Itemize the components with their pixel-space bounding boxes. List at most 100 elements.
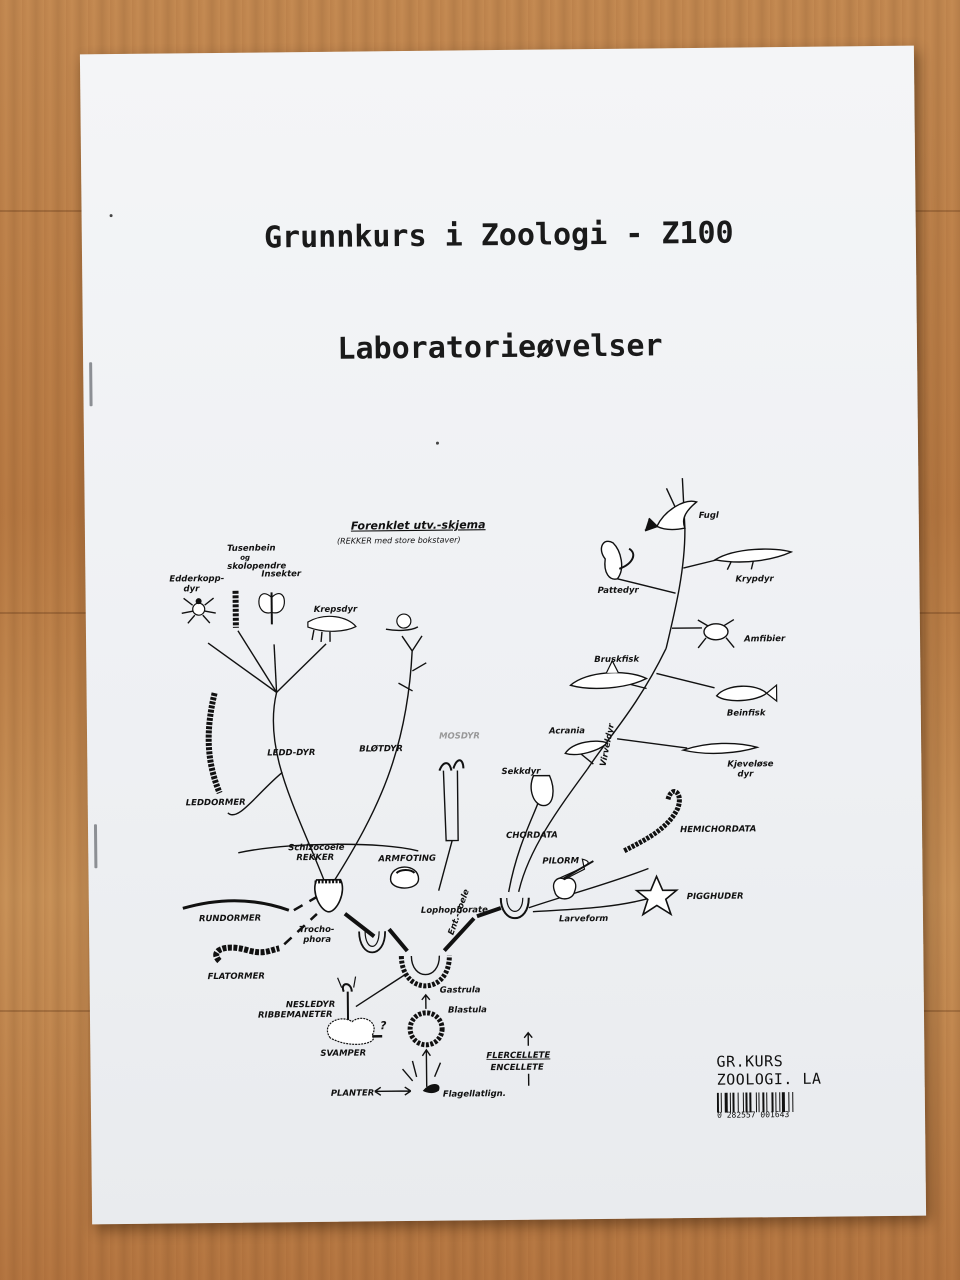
blastula-icon xyxy=(407,1010,445,1048)
branch-tusenbein xyxy=(237,630,278,693)
barcode-icon xyxy=(716,1091,794,1113)
label-leddormer: LEDDORMER xyxy=(186,798,246,809)
label-mosdyr: MOSDYR xyxy=(439,731,480,741)
label-gastrula: Gastrula xyxy=(440,985,481,995)
schizocoele-line xyxy=(238,843,419,854)
label-kjevelose: Kjeveløse xyxy=(727,759,773,769)
barcode-bar xyxy=(755,1092,758,1113)
flagellate-icon xyxy=(422,1083,440,1094)
branch-larveform xyxy=(532,897,649,913)
shrimp-icon xyxy=(307,615,357,642)
diagram-heading-note: (REKKER med store bokstaver) xyxy=(337,535,461,545)
label-blastula: Blastula xyxy=(448,1005,487,1015)
label-edderkoppdyr-2: dyr xyxy=(183,584,200,594)
link-rundormer xyxy=(293,895,318,912)
branch-edderkoppdyr xyxy=(207,642,277,693)
u-larva-icon xyxy=(358,931,386,954)
link-neslesdyr xyxy=(355,972,408,1008)
label-insekter: Insekter xyxy=(261,569,302,579)
label-ribbemaneter: RIBBEMANETER xyxy=(258,1010,333,1021)
mosdyr-icon xyxy=(438,759,465,842)
barcode-bar xyxy=(766,1092,768,1113)
branch-krepsdyr xyxy=(276,643,327,693)
catalog-sticker: GR.KURS ZOOLOGI. LA 0 282557 001643 xyxy=(716,1051,867,1120)
label-fugl: Fugl xyxy=(699,511,720,521)
link-trochophora xyxy=(343,912,376,938)
arrow-planter xyxy=(374,1086,412,1096)
label-og: og xyxy=(240,554,250,562)
branch-mosdyr xyxy=(437,840,453,891)
tunicate-icon xyxy=(530,774,554,807)
barcode-bar xyxy=(775,1092,777,1113)
barcode-bar xyxy=(781,1092,786,1113)
arrow-worm-icon xyxy=(556,858,594,883)
barcode-bar xyxy=(737,1092,739,1113)
barcode-bar xyxy=(762,1092,765,1113)
label-larveform: Larveform xyxy=(559,914,608,925)
shark-icon xyxy=(569,659,649,690)
gastrula-icon xyxy=(398,955,452,989)
label-blotdyr: BLØTDYR xyxy=(359,743,403,754)
branch-beinfisk xyxy=(656,672,715,689)
label-neslesdyr: NESLEDYR xyxy=(286,1000,335,1011)
label-encellete: ENCELLETE xyxy=(490,1063,544,1074)
bird-icon xyxy=(644,500,699,532)
barcode-bar xyxy=(720,1092,722,1113)
diagram-heading: Forenklet utv.-skjema xyxy=(351,518,486,532)
barcode-bar xyxy=(771,1092,774,1113)
barcode-bar xyxy=(729,1092,732,1113)
branch-pattedyr xyxy=(617,578,676,594)
branch-blotdyr xyxy=(332,650,413,883)
spider-icon xyxy=(181,597,216,624)
document-page: Grunnkurs i Zoologi - Z100 Laboratorieøv… xyxy=(79,45,927,1225)
label-tusenbein: Tusenbein xyxy=(227,543,276,554)
arrow-flercellete xyxy=(523,1031,533,1046)
label-schizocoele-rekker: REKKER xyxy=(296,853,334,863)
label-bruskfisk: Bruskfisk xyxy=(594,655,640,665)
label-sekkdyr: Sekkdyr xyxy=(501,767,541,777)
flatworm-icon xyxy=(213,944,280,964)
starfish-icon xyxy=(634,874,679,917)
squirrel-icon xyxy=(600,540,635,580)
branch-krypdyr xyxy=(683,559,718,569)
label-rundormer: RUNDORMER xyxy=(199,914,261,925)
branch-leddyr xyxy=(272,692,328,888)
flagellate-rays xyxy=(402,1060,442,1082)
label-armfoting: ARMFOTING xyxy=(377,854,436,865)
label-skolopendre: skolopendre xyxy=(227,561,286,572)
label-pigghuder: PIGGHUDER xyxy=(687,891,744,902)
label-krypdyr: Krypdyr xyxy=(735,574,774,584)
barcode-bar xyxy=(749,1092,752,1113)
branch-insekter xyxy=(273,644,278,693)
lancelet-icon xyxy=(564,740,609,756)
sponge-icon xyxy=(327,1017,375,1045)
arrow-flagellate-blastula xyxy=(421,1048,431,1087)
trochophora-icon xyxy=(314,878,344,913)
barcode-bar xyxy=(758,1092,760,1113)
frog-icon xyxy=(697,618,735,649)
cnidarian-icon xyxy=(337,976,357,1022)
branch-virveldyr xyxy=(586,647,667,770)
barcode-bar xyxy=(732,1092,735,1113)
barcode-bar xyxy=(742,1092,745,1113)
acorn-worm-icon xyxy=(623,788,682,853)
label-flercellete: FLERCELLETE xyxy=(486,1051,550,1062)
label-acrania: Acrania xyxy=(548,726,585,736)
catalog-label: GR.KURS ZOOLOGI. LA xyxy=(716,1052,822,1089)
snail-icon xyxy=(385,613,419,632)
label-pilorm: PILORM xyxy=(542,856,579,866)
label-schizocoele: Schizocoele xyxy=(288,843,345,854)
evolution-diagram: Forenklet utv.-skjema (REKKER med store … xyxy=(169,478,794,1100)
barcode-bar xyxy=(792,1091,794,1112)
barcode-bar xyxy=(716,1092,720,1113)
label-kjevelose-2: dyr xyxy=(737,769,754,779)
lamprey-icon xyxy=(680,742,760,755)
roundworm-icon xyxy=(182,899,290,912)
label-flatormer: FLATORMER xyxy=(208,972,265,983)
brachiopod-icon xyxy=(389,866,420,889)
bony-fish-icon xyxy=(715,683,778,703)
label-planter: PLANTER xyxy=(331,1088,375,1098)
label-trochophora: Trocho- xyxy=(299,925,335,935)
crocodile-icon xyxy=(713,548,794,570)
barcode-bar xyxy=(788,1092,790,1113)
